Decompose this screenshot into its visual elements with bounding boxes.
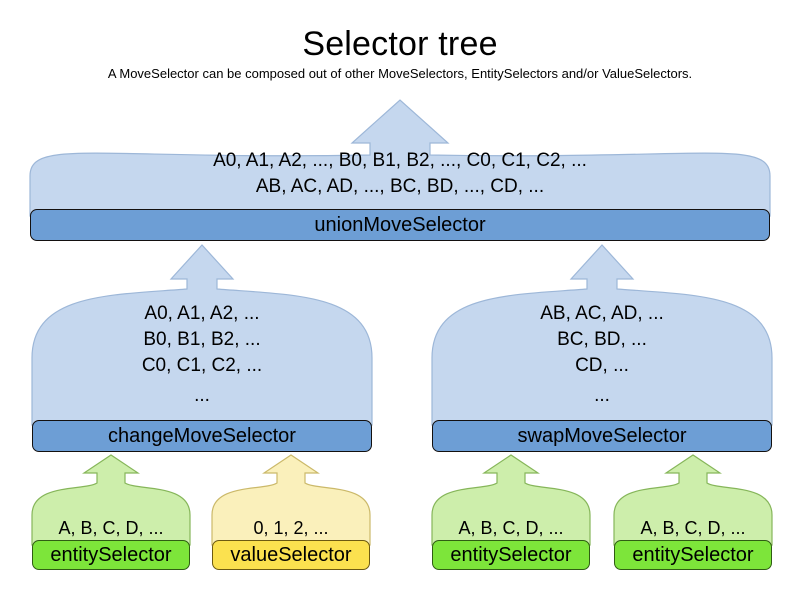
node-swap-move-selector[interactable]: AB, AC, AD, ... BC, BD, ... CD, ... ... …	[431, 243, 773, 452]
swap-move-selector-label[interactable]: swapMoveSelector	[432, 420, 772, 452]
value-1-balloon-shape	[211, 454, 371, 546]
node-value-selector-1[interactable]: 0, 1, 2, ... valueSelector	[211, 453, 371, 570]
page-title: Selector tree	[302, 25, 498, 63]
change-balloon-shape	[31, 244, 373, 426]
node-entity-selector-3[interactable]: A, B, C, D, ... entitySelector	[613, 453, 773, 570]
entity-2-balloon-shape	[431, 454, 591, 546]
node-change-move-selector[interactable]: A0, A1, A2, ... B0, B1, B2, ... C0, C1, …	[31, 243, 373, 452]
page-subtitle: A MoveSelector can be composed out of ot…	[107, 66, 693, 81]
entity-selector-3-label[interactable]: entitySelector	[614, 540, 772, 570]
entity-3-balloon-shape	[613, 454, 773, 546]
entity-1-balloon-shape	[31, 454, 191, 546]
swap-balloon-shape	[431, 244, 773, 426]
entity-selector-2-label[interactable]: entitySelector	[432, 540, 590, 570]
change-move-selector-label[interactable]: changeMoveSelector	[32, 420, 372, 452]
node-union-move-selector[interactable]: A0, A1, A2, ..., B0, B1, B2, ..., C0, C1…	[29, 98, 771, 243]
union-balloon-shape	[29, 99, 771, 217]
union-move-selector-label[interactable]: unionMoveSelector	[30, 209, 770, 241]
entity-selector-1-label[interactable]: entitySelector	[32, 540, 190, 570]
value-selector-1-label[interactable]: valueSelector	[212, 540, 370, 570]
node-entity-selector-1[interactable]: A, B, C, D, ... entitySelector	[31, 453, 191, 570]
node-entity-selector-2[interactable]: A, B, C, D, ... entitySelector	[431, 453, 591, 570]
